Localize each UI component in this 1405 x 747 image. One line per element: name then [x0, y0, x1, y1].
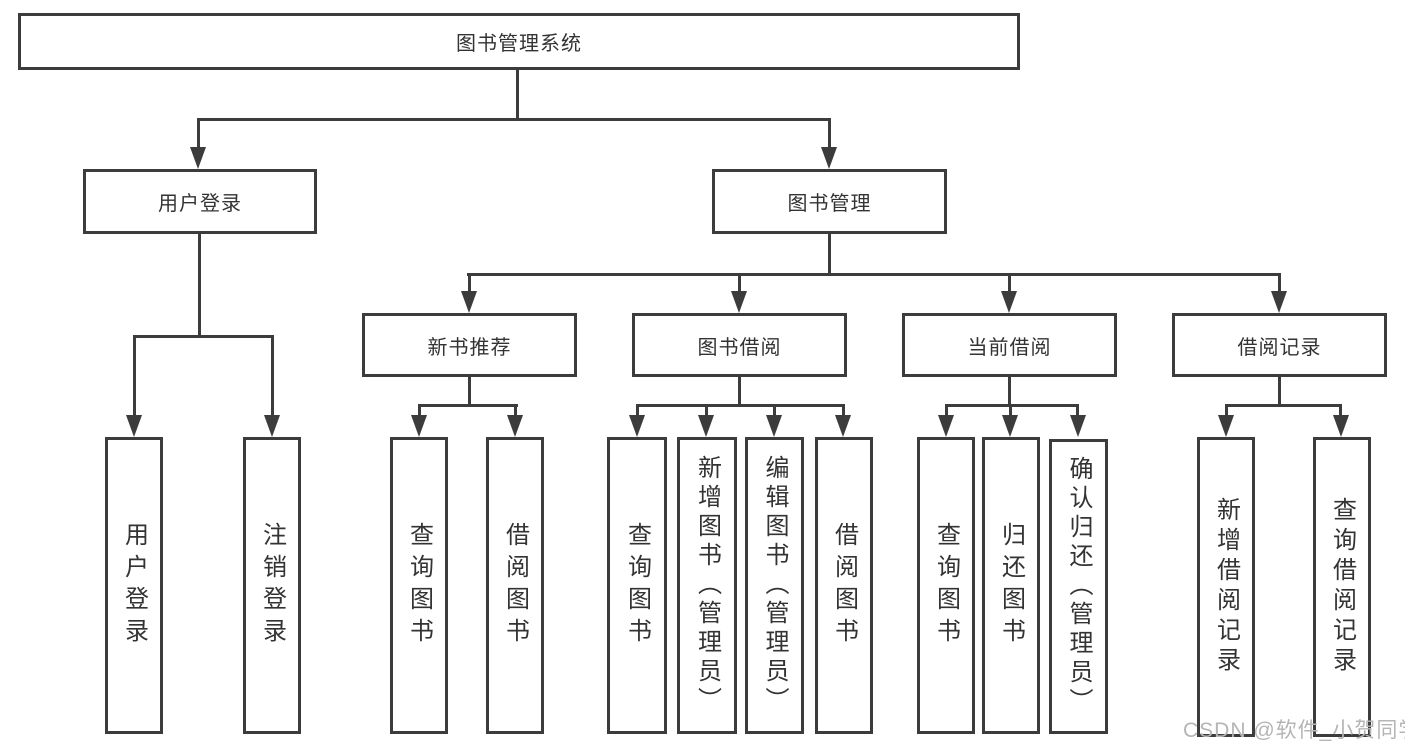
leaf-label: 借阅图书 [830, 521, 858, 650]
connector-root-hline [197, 118, 831, 121]
node-library-management-system: 图书管理系统 [18, 13, 1020, 70]
connector-bookmgmt-hline [467, 273, 1281, 276]
node-label: 图书管理系统 [456, 33, 582, 55]
arrowhead-cb-query [938, 415, 954, 437]
leaf-label: 归还图书 [997, 521, 1025, 650]
leaf-label: 注销登录 [258, 521, 286, 650]
arrowhead-book-borrow [731, 291, 747, 313]
leaf-label: 查询图书 [623, 521, 651, 650]
leaf-label: 用户登录 [120, 521, 148, 650]
leaf-label: 查询图书 [405, 521, 433, 650]
connector-currentborrow-hline [945, 404, 1079, 407]
leaf-records-add-borrow-record: 新增借阅记录 [1197, 437, 1255, 737]
connector-borrowrecords-drop-2 [1339, 404, 1342, 417]
node-label: 图书管理 [787, 193, 872, 215]
arrowhead-bb-add [698, 415, 714, 437]
connector-userlogin-drop-1 [133, 335, 136, 417]
leaf-logout: 注销登录 [243, 437, 301, 734]
connector-bookborrow-drop-2 [705, 404, 708, 417]
connector-root-right-drop [828, 118, 831, 149]
connector-currentborrow-drop-1 [945, 404, 948, 417]
connector-userlogin-stem [198, 234, 201, 338]
node-label: 当前借阅 [967, 336, 1052, 359]
leaf-bookborrow-add-books-admin: 新增图书（管理员） [677, 437, 737, 734]
node-borrowing-records: 借阅记录 [1172, 313, 1387, 377]
connector-currentborrow-drop-3 [1076, 404, 1079, 417]
connector-currentborrow-stem [1008, 377, 1011, 407]
arrowhead-bb-borrow [835, 415, 851, 437]
leaf-label: 新增借阅记录 [1212, 497, 1240, 677]
leaf-label: 编辑图书（管理员） [761, 455, 788, 716]
connector-newbooks-drop-1 [418, 404, 421, 417]
connector-bookmgmt-drop-4 [1278, 273, 1281, 293]
node-label: 用户登录 [158, 193, 242, 215]
leaf-currentborrow-confirm-return-admin: 确认归还（管理员） [1049, 439, 1108, 734]
connector-bookmgmt-drop-3 [1008, 273, 1011, 293]
leaf-bookborrow-edit-books-admin: 编辑图书（管理员） [745, 437, 804, 734]
node-label: 新书推荐 [427, 336, 512, 359]
connector-root-left-drop [197, 118, 200, 149]
connector-bookborrow-drop-3 [773, 404, 776, 417]
arrowhead-borrow-records [1271, 291, 1287, 313]
connector-borrowrecords-hline [1225, 404, 1342, 407]
leaf-label: 查询借阅记录 [1328, 497, 1356, 677]
connector-userlogin-drop-2 [271, 335, 274, 417]
arrowhead-br-query [1333, 415, 1349, 437]
arrowhead-leaf-user-login [126, 415, 142, 437]
connector-currentborrow-drop-2 [1009, 404, 1012, 417]
leaf-currentborrow-query-books: 查询图书 [917, 437, 975, 734]
connector-bookmgmt-drop-2 [738, 273, 741, 293]
connector-bookborrow-drop-4 [842, 404, 845, 417]
node-user-login: 用户登录 [83, 169, 317, 234]
arrowhead-current-borrow [1001, 291, 1017, 313]
leaf-bookborrow-query-books: 查询图书 [607, 437, 667, 734]
leaf-label: 查询图书 [932, 521, 960, 650]
arrowhead-new-books [461, 291, 477, 313]
arrowhead-bb-edit [766, 415, 782, 437]
connector-newbooks-hline [418, 404, 518, 407]
leaf-records-query-borrow-record: 查询借阅记录 [1313, 437, 1371, 737]
node-new-book-recommend: 新书推荐 [362, 313, 577, 377]
arrowhead-br-add [1218, 415, 1234, 437]
leaf-newbooks-query-books: 查询图书 [390, 437, 448, 734]
connector-newbooks-drop-2 [514, 404, 517, 417]
connector-borrowrecords-drop-1 [1225, 404, 1228, 417]
node-book-management: 图书管理 [712, 169, 947, 234]
connector-root-stem [516, 70, 519, 118]
csdn-watermark: CSDN @软件_小贺同学 [1183, 719, 1405, 742]
node-label: 图书借阅 [697, 336, 782, 359]
connector-bookborrow-hline [636, 404, 845, 407]
connector-newbooks-stem [468, 377, 471, 407]
arrowhead-nb-query [411, 415, 427, 437]
node-label: 借阅记录 [1237, 336, 1322, 359]
arrowhead-cb-confirm [1070, 415, 1086, 437]
connector-bookmgmt-stem [828, 234, 831, 276]
arrowhead-book-mgmt [821, 147, 837, 169]
connector-userlogin-hline [133, 335, 274, 338]
arrowhead-leaf-logout [264, 415, 280, 437]
connector-bookborrow-stem [738, 377, 741, 407]
node-current-borrowing: 当前借阅 [902, 313, 1117, 377]
leaf-user-login: 用户登录 [105, 437, 163, 734]
leaf-currentborrow-return-books: 归还图书 [982, 437, 1040, 734]
arrowhead-bb-query [629, 415, 645, 437]
leaf-label: 新增图书（管理员） [693, 455, 721, 716]
arrowhead-nb-borrow [507, 415, 523, 437]
connector-bookmgmt-drop-1 [468, 273, 471, 293]
leaf-bookborrow-borrow-books: 借阅图书 [815, 437, 873, 734]
connector-bookborrow-drop-1 [636, 404, 639, 417]
arrowhead-cb-return [1002, 415, 1018, 437]
leaf-label: 借阅图书 [501, 521, 529, 650]
arrowhead-user-login [190, 147, 206, 169]
node-book-borrowing: 图书借阅 [632, 313, 847, 377]
connector-borrowrecords-stem [1278, 377, 1281, 407]
leaf-newbooks-borrow-books: 借阅图书 [486, 437, 544, 734]
leaf-label: 确认归还（管理员） [1065, 456, 1092, 717]
